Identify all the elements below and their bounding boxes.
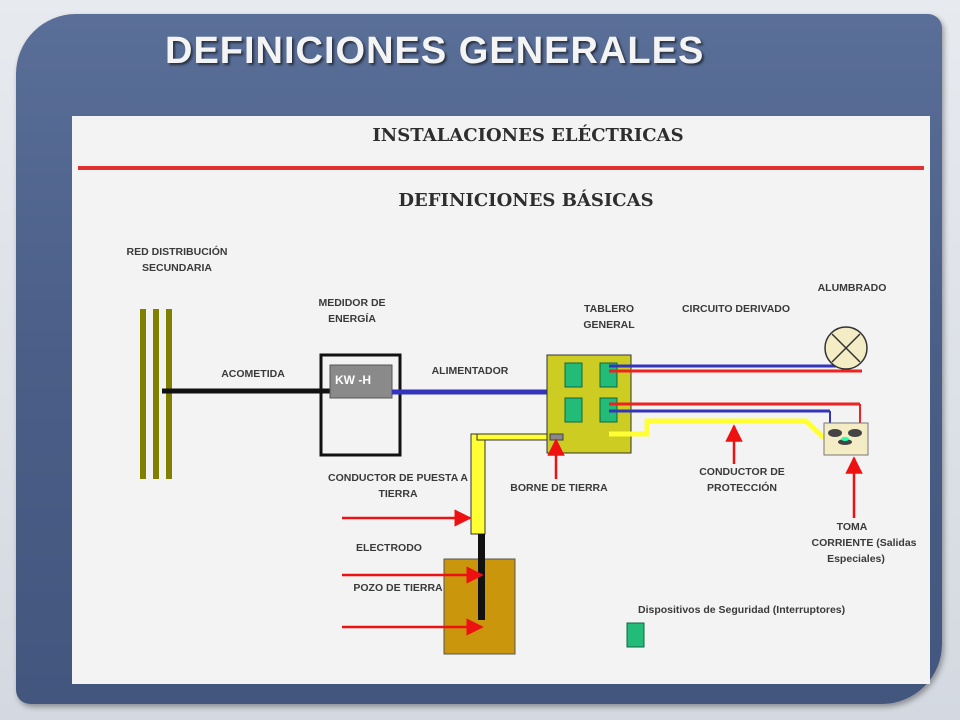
label-toma-3: Especiales) bbox=[827, 553, 885, 565]
breaker-3 bbox=[564, 397, 583, 423]
label-medidor-1: MEDIDOR DE bbox=[318, 297, 385, 309]
label-circuito: CIRCUITO DERIVADO bbox=[682, 303, 790, 315]
breaker-1 bbox=[564, 362, 583, 388]
diagram-header: INSTALACIONES ELÉCTRICAS bbox=[372, 123, 683, 146]
branch-circuit-lighting bbox=[609, 364, 862, 373]
meter-box bbox=[319, 353, 402, 457]
label-medidor-2: ENERGÍA bbox=[328, 312, 376, 325]
label-conductor-proteccion-2: PROTECCIÓN bbox=[707, 481, 777, 494]
label-conductor-proteccion-1: CONDUCTOR DE bbox=[699, 466, 785, 478]
diagram-subheader: DEFINICIONES BÁSICAS bbox=[398, 188, 653, 211]
label-toma-1: TOMA bbox=[837, 521, 868, 533]
meter-display bbox=[329, 364, 393, 399]
distribution-network-bars bbox=[140, 309, 172, 479]
breaker-2 bbox=[599, 362, 618, 388]
label-pozo: POZO DE TIERRA bbox=[353, 582, 443, 594]
label-alumbrado: ALUMBRADO bbox=[818, 282, 887, 294]
electrical-diagram: INSTALACIONES ELÉCTRICAS DEFINICIONES BÁ… bbox=[78, 123, 924, 655]
label-toma-2: CORRIENTE (Salidas bbox=[811, 537, 916, 549]
slide-title: DEFINICIONES GENERALES bbox=[165, 30, 705, 72]
meter-text: KW -H bbox=[335, 373, 371, 387]
label-dispositivos: Dispositivos de Seguridad (Interruptores… bbox=[638, 604, 845, 616]
label-acometida: ACOMETIDA bbox=[221, 368, 285, 380]
label-electrodo: ELECTRODO bbox=[356, 542, 422, 554]
protective-conductor bbox=[609, 418, 826, 440]
label-tablero-2: GENERAL bbox=[583, 319, 635, 331]
security-device-icon bbox=[626, 622, 645, 648]
label-alimentador: ALIMENTADOR bbox=[432, 365, 509, 377]
label-conductor-puesta-1: CONDUCTOR DE PUESTA A bbox=[328, 472, 468, 484]
label-tablero-1: TABLERO bbox=[584, 303, 634, 315]
lamp-icon bbox=[824, 326, 868, 370]
label-conductor-puesta-2: TIERRA bbox=[378, 488, 418, 500]
red-arrows bbox=[342, 424, 863, 636]
label-red-distribucion-2: SECUNDARIA bbox=[142, 262, 212, 274]
label-borne: BORNE DE TIERRA bbox=[510, 482, 608, 494]
ground-electrode bbox=[478, 534, 485, 620]
outlet-icon bbox=[823, 422, 869, 456]
ground-terminal bbox=[549, 433, 564, 441]
label-red-distribucion-1: RED DISTRIBUCIÓN bbox=[127, 245, 228, 258]
branch-circuit-outlet bbox=[609, 402, 861, 423]
diagram-panel: INSTALACIONES ELÉCTRICAS DEFINICIONES BÁ… bbox=[72, 116, 930, 684]
